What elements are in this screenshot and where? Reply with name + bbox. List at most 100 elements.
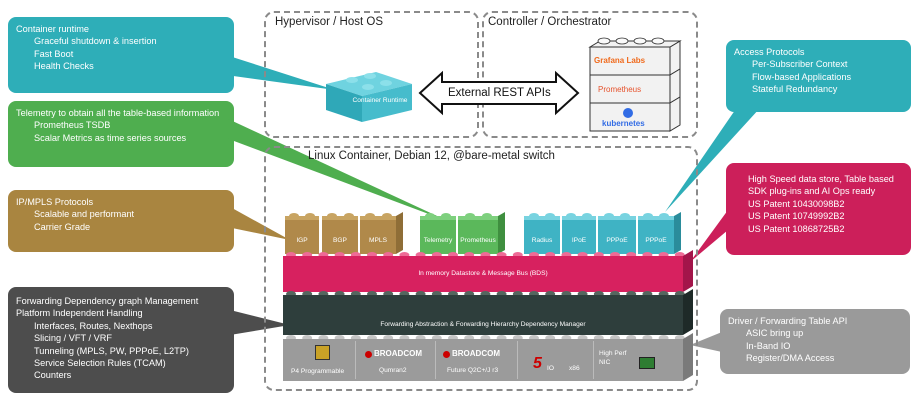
callout-forwarding-graph: Forwarding Dependency graph Management P… (8, 287, 234, 393)
brick-mpls: MPLS (360, 218, 396, 254)
container-runtime-brick (326, 72, 412, 122)
container-runtime-label: Container Runtime (352, 97, 408, 104)
hw-label: P4 Programmable (291, 368, 345, 375)
brick-prometheus: Prometheus (458, 218, 498, 254)
brick-ipoe: IPoE (562, 218, 596, 254)
broadcom-icon (443, 351, 450, 358)
hw-qumran2: BROADCOM Qumran2 (357, 341, 436, 379)
nic-card-icon (639, 357, 655, 369)
brick-label: PPPoE (606, 237, 628, 244)
hardware-side (683, 333, 693, 381)
kubernetes-logo: kubernetes (602, 119, 645, 128)
callout-item: ASIC bring up (746, 328, 804, 339)
callout-item: Stateful Redundancy (752, 84, 838, 95)
routing-studs (285, 212, 403, 254)
broadcom-logo: BROADCOM (452, 349, 500, 358)
callout-item: High Speed data store, Table based (748, 174, 894, 184)
brick-radius: Radius (524, 218, 560, 254)
brick-telemetry: Telemetry (420, 218, 456, 254)
callout-container-runtime: Container runtime Graceful shutdown & in… (8, 17, 234, 93)
datastore-label: In memory Datastore & Message Bus (BDS) (418, 270, 548, 277)
datastore-side (683, 250, 693, 292)
brick-label: MPLS (369, 237, 387, 244)
callout-item: Prometheus TSDB (34, 120, 111, 131)
callout-driver: Driver / Forwarding Table API ASIC bring… (720, 309, 910, 374)
hw-label: Future Q2C+/J r3 (447, 367, 499, 374)
hw-logo: IO (547, 365, 554, 372)
controller-title: Controller / Orchestrator (488, 16, 612, 28)
brick-igp: IGP (285, 218, 319, 254)
access-studs (524, 212, 681, 254)
controller-stack: Grafana Labs Prometheus kubernetes (588, 35, 682, 135)
callout-item: Graceful shutdown & insertion (34, 36, 157, 47)
hardware-layer (283, 339, 683, 381)
rest-api-arrow (418, 70, 580, 116)
callout-item: US Patent 10430098B2 (748, 198, 845, 209)
brick-bgp: BGP (322, 218, 358, 254)
callout-title: IP/MPLS Protocols (16, 197, 94, 207)
callout-item: SDK plug-ins and AI Ops ready (748, 186, 876, 197)
hw-nic: High Perf NIC (595, 341, 681, 379)
callout-telemetry: Telemetry to obtain all the table-based … (8, 101, 234, 167)
callout-item: Fast Boot (34, 48, 74, 59)
broadcom-icon (365, 351, 372, 358)
callout-access-protocols: Access Protocols Per-Subscriber Context … (726, 40, 911, 112)
brick-pppoe-2: PPPoE (638, 218, 674, 254)
linux-container-title: Linux Container, Debian 12, @bare-metal … (308, 150, 555, 162)
callout-subitem: Tunneling (MPLS, PW, PPPoE, L2TP) (34, 345, 189, 356)
brick-pppoe: PPPoE (598, 218, 636, 254)
telemetry-studs (420, 212, 505, 254)
p4-chip-icon (315, 345, 330, 360)
callout-item: US Patent 10868725B2 (748, 223, 845, 234)
callout-title: Telemetry to obtain all the table-based … (16, 108, 220, 118)
brick-label: BGP (333, 237, 347, 244)
brick-label: PPPoE (645, 237, 667, 244)
prometheus-logo: Prometheus (598, 85, 642, 94)
callout-item: Platform Independent Handling (16, 308, 143, 319)
grafana-logo: Grafana Labs (594, 56, 646, 65)
hw-label: Qumran2 (379, 367, 407, 374)
forwarding-label: Forwarding Abstraction & Forwarding Hier… (380, 321, 586, 328)
forwarding-layer: Forwarding Abstraction & Forwarding Hier… (283, 295, 683, 335)
callout-item: In-Band IO (746, 340, 791, 351)
brick-label: Radius (531, 237, 553, 244)
callout-item: Health Checks (34, 61, 94, 72)
callout-title: Container runtime (16, 24, 90, 34)
callout-title: Forwarding Dependency graph Management (16, 296, 199, 306)
callout-item: US Patent 10749992B2 (748, 211, 845, 222)
callout-item: Flow-based Applications (752, 71, 852, 82)
amd-icon: 5 (533, 355, 542, 372)
brick-label: IPoE (571, 237, 587, 244)
callout-item: Register/DMA Access (746, 353, 835, 364)
callout-subitem: Counters (34, 370, 72, 381)
hw-future: BROADCOM Future Q2C+/J r3 (437, 341, 518, 379)
hw-x86: 5 IO x86 (519, 341, 594, 379)
controller-box (482, 11, 698, 138)
brick-label: Telemetry (423, 237, 453, 244)
callout-item: Per-Subscriber Context (752, 59, 848, 70)
callout-datastore: High Speed data store, Table based SDK p… (726, 163, 911, 255)
hypervisor-title: Hypervisor / Host OS (275, 16, 383, 28)
broadcom-logo: BROADCOM (374, 349, 422, 358)
hw-label: x86 (569, 365, 580, 372)
kubernetes-icon (623, 108, 633, 118)
callout-subitem: Interfaces, Routes, Nexthops (34, 320, 153, 331)
callout-ip-mpls: IP/MPLS Protocols Scalable and performan… (8, 190, 234, 252)
rest-api-label: External REST APIs (448, 87, 551, 99)
brick-label: Prometheus (460, 237, 496, 244)
forwarding-side (683, 289, 693, 335)
callout-item: Scalar Metrics as time series sources (34, 132, 187, 143)
callout-item: Scalable and performant (34, 209, 135, 220)
callout-title: Access Protocols (734, 47, 805, 57)
callout-item: Carrier Grade (34, 221, 91, 232)
callout-subitem: Service Selection Rules (TCAM) (34, 358, 166, 369)
hypervisor-box (264, 11, 479, 138)
brick-label: IGP (296, 237, 308, 244)
hw-label: High Perf NIC (599, 350, 627, 366)
datastore-layer: In memory Datastore & Message Bus (BDS) (283, 256, 683, 292)
callout-title: Driver / Forwarding Table API (728, 316, 848, 326)
callout-subitem: Slicing / VFT / VRF (34, 333, 112, 344)
linux-container-box (264, 146, 698, 391)
hw-p4: P4 Programmable (285, 341, 356, 379)
